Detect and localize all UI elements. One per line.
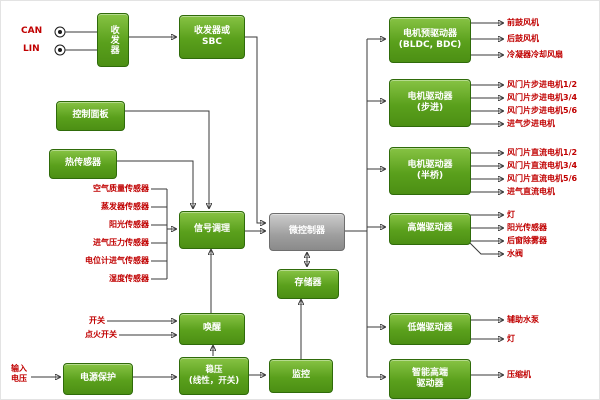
block-label: 收发器 bbox=[108, 25, 119, 55]
block-signal-conditioning: 信号调理 bbox=[179, 211, 245, 249]
label-humidity-sensor: 湿度传感器 bbox=[109, 274, 149, 283]
block-label: (半桥) bbox=[416, 171, 444, 181]
block-label: 电机驱动器 bbox=[407, 159, 453, 170]
output-label-intake-stepper-motor: 进气步进电机 bbox=[507, 119, 555, 128]
block-label: 智能高端 bbox=[411, 367, 448, 378]
label-air-quality-sensor: 空气质量传感器 bbox=[93, 184, 149, 193]
block-memory: 存储器 bbox=[277, 269, 339, 299]
block-label: 稳压 bbox=[205, 365, 223, 376]
label-sunlight-sensor: 阳光传感器 bbox=[109, 220, 149, 229]
lin-connector-icon bbox=[54, 44, 66, 56]
block-label: 监控 bbox=[291, 370, 310, 381]
label-lin: LIN bbox=[23, 44, 40, 54]
output-label-water-valve: 水阀 bbox=[507, 249, 523, 258]
block-label: 热传感器 bbox=[64, 158, 101, 169]
output-label-rear-defogger: 后窗除雾器 bbox=[507, 236, 547, 245]
block-label: 驱动器 bbox=[416, 379, 444, 389]
block-high-side-driver: 高端驱动器 bbox=[389, 213, 471, 245]
block-wakeup: 唤醒 bbox=[179, 313, 245, 345]
block-monitor: 监控 bbox=[269, 359, 333, 393]
block-power-protection: 电源保护 bbox=[63, 363, 133, 395]
output-label-sunlight-sensor: 阳光传感器 bbox=[507, 223, 547, 232]
output-label-aux-water-pump: 辅助水泵 bbox=[507, 315, 539, 324]
label-potentiometer-intake-sensor: 电位计进气传感器 bbox=[85, 256, 149, 265]
label-switch: 开关 bbox=[89, 316, 105, 325]
output-label-stepper-motor-34: 风门片步进电机3/4 bbox=[507, 93, 578, 102]
block-label: 高端驱动器 bbox=[407, 223, 453, 234]
label-intake-pressure-sensor: 进气压力传感器 bbox=[93, 238, 149, 247]
block-label: (BLDC, BDC) bbox=[398, 40, 462, 50]
block-label: 控制面板 bbox=[72, 110, 109, 121]
label-input-voltage: 输入 电压 bbox=[11, 364, 27, 384]
block-mcu: 微控制器 bbox=[269, 213, 345, 251]
label-ignition-switch: 点火开关 bbox=[85, 330, 117, 339]
label-input-voltage-line2: 电压 bbox=[11, 374, 27, 383]
block-control-panel: 控制面板 bbox=[56, 101, 125, 131]
block-label: 信号调理 bbox=[193, 224, 230, 235]
label-evaporator-sensor: 蒸发器传感器 bbox=[101, 202, 149, 211]
output-label-condenser-fan: 冷凝器冷却风扇 bbox=[507, 50, 563, 59]
label-input-voltage-line1: 输入 bbox=[11, 364, 27, 373]
block-transceiver: 收发器 bbox=[97, 13, 129, 67]
block-label: 电机驱动器 bbox=[407, 91, 453, 102]
block-label: 微控制器 bbox=[288, 226, 325, 237]
block-label: 存储器 bbox=[294, 278, 322, 289]
block-label: (步进) bbox=[416, 103, 444, 113]
output-label-front-blower: 前鼓风机 bbox=[507, 18, 539, 27]
block-low-side-driver: 低端驱动器 bbox=[389, 313, 471, 345]
output-label-rear-blower: 后鼓风机 bbox=[507, 34, 539, 43]
block-motor-driver-halfbridge: 电机驱动器 (半桥) bbox=[389, 147, 471, 195]
block-motor-predriver: 电机预驱动器 (BLDC, BDC) bbox=[389, 17, 471, 63]
output-label-intake-dc-motor: 进气直流电机 bbox=[507, 187, 555, 196]
block-thermal-sensor: 热传感器 bbox=[49, 149, 117, 179]
output-label-lamp-2: 灯 bbox=[507, 334, 515, 343]
output-label-lamp-1: 灯 bbox=[507, 210, 515, 219]
output-label-dc-motor-56: 风门片直流电机5/6 bbox=[507, 174, 578, 183]
output-label-compressor: 压缩机 bbox=[507, 370, 531, 379]
block-smart-high-side-driver: 智能高端 驱动器 bbox=[389, 359, 471, 399]
block-regulator: 稳压 (线性，开关) bbox=[179, 357, 249, 395]
block-transceiver-sbc: 收发器或 SBC bbox=[179, 15, 245, 59]
block-motor-driver-stepper: 电机驱动器 (步进) bbox=[389, 79, 471, 127]
block-label: 唤醒 bbox=[202, 323, 221, 334]
block-label: 收发器或 bbox=[193, 25, 230, 36]
block-label: SBC bbox=[202, 37, 222, 47]
block-label: 低端驱动器 bbox=[407, 323, 453, 334]
output-label-dc-motor-12: 风门片直流电机1/2 bbox=[507, 148, 578, 157]
output-label-stepper-motor-12: 风门片步进电机1/2 bbox=[507, 80, 578, 89]
can-connector-icon bbox=[54, 26, 66, 38]
block-label: 电源保护 bbox=[79, 373, 116, 384]
block-label: 电机预驱动器 bbox=[402, 28, 457, 39]
label-can: CAN bbox=[21, 26, 43, 36]
output-label-stepper-motor-56: 风门片步进电机5/6 bbox=[507, 106, 578, 115]
output-label-dc-motor-34: 风门片直流电机3/4 bbox=[507, 161, 578, 170]
block-label: (线性，开关) bbox=[188, 376, 240, 386]
